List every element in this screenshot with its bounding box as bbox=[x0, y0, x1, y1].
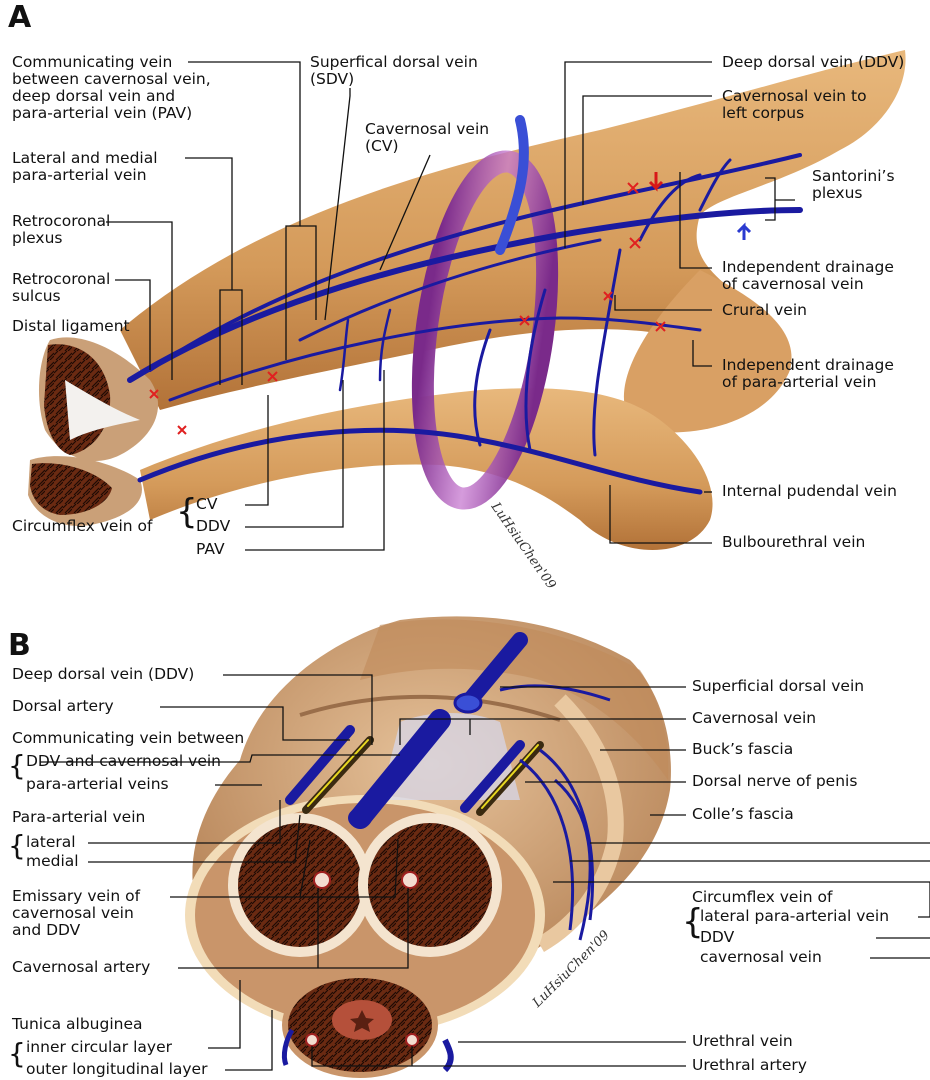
label-communicating-vein-4: para-arterial vein (PAV) bbox=[12, 105, 192, 122]
label-b-comm-ddv: DDV and cavernosal vein bbox=[26, 753, 221, 770]
label-communicating-vein-2: between cavernosal vein, bbox=[12, 71, 211, 88]
label-b-communicating: Communicating vein between bbox=[12, 730, 244, 747]
label-b-urethral-artery: Urethral artery bbox=[692, 1057, 807, 1074]
label-bulbourethral-vein: Bulbourethral vein bbox=[722, 534, 865, 551]
brace-b-comm: { bbox=[8, 752, 26, 780]
label-retrocoronal-plexus-2: plexus bbox=[12, 230, 62, 247]
label-lateral-medial-pav-2: para-arterial vein bbox=[12, 167, 147, 184]
label-deep-dorsal-vein: Deep dorsal vein (DDV) bbox=[722, 54, 904, 71]
panel-b-letter: B bbox=[8, 628, 31, 663]
label-b-cavernosal-artery: Cavernosal artery bbox=[12, 959, 150, 976]
label-retrocoronal-sulcus-2: sulcus bbox=[12, 288, 61, 305]
label-independent-drainage-pav-1: Independent drainage bbox=[722, 357, 894, 374]
label-independent-drainage-cv-2: of cavernosal vein bbox=[722, 276, 864, 293]
label-b-deep-dorsal-vein: Deep dorsal vein (DDV) bbox=[12, 666, 194, 683]
label-cavernosal-vein-left-1: Cavernosal vein to bbox=[722, 88, 867, 105]
label-circumflex-a-cv: CV bbox=[196, 496, 217, 513]
brace-b-tunica: { bbox=[8, 1040, 26, 1068]
label-b-circ-lateral: lateral para-arterial vein bbox=[700, 908, 889, 925]
label-b-tunica: Tunica albuginea bbox=[12, 1016, 143, 1033]
label-b-comm-pav: para-arterial veins bbox=[26, 776, 169, 793]
label-internal-pudendal-vein: Internal pudendal vein bbox=[722, 483, 897, 500]
label-superficial-dorsal-vein-2: (SDV) bbox=[310, 71, 354, 88]
brace-b-pav: { bbox=[8, 832, 26, 860]
label-b-superficial-dorsal-vein: Superficial dorsal vein bbox=[692, 678, 864, 695]
label-retrocoronal-sulcus-1: Retrocoronal bbox=[12, 271, 110, 288]
label-b-para-arterial-vein: Para-arterial vein bbox=[12, 809, 145, 826]
label-circumflex-vein-a: Circumflex vein of bbox=[12, 518, 152, 535]
panel-a-letter: A bbox=[8, 0, 31, 35]
label-communicating-vein-3: deep dorsal vein and bbox=[12, 88, 175, 105]
label-independent-drainage-cv-1: Independent drainage bbox=[722, 259, 894, 276]
label-circumflex-a-ddv: DDV bbox=[196, 518, 230, 535]
label-b-urethral-vein: Urethral vein bbox=[692, 1033, 793, 1050]
label-b-dorsal-nerve: Dorsal nerve of penis bbox=[692, 773, 857, 790]
label-b-cavernosal-vein: Cavernosal vein bbox=[692, 710, 816, 727]
panel-b-illustration bbox=[185, 616, 671, 1075]
label-b-tunica-outer: outer longitudinal layer bbox=[26, 1061, 207, 1078]
label-cavernosal-vein-2: (CV) bbox=[365, 138, 399, 155]
label-b-dorsal-artery: Dorsal artery bbox=[12, 698, 114, 715]
label-independent-drainage-pav-2: of para-arterial vein bbox=[722, 374, 876, 391]
label-distal-ligament: Distal ligament bbox=[12, 318, 130, 335]
label-communicating-vein-1: Communicating vein bbox=[12, 54, 172, 71]
label-b-emissary-2: cavernosal vein bbox=[12, 905, 134, 922]
label-b-circ-ddv: DDV bbox=[700, 929, 734, 946]
label-circumflex-a-pav: PAV bbox=[196, 541, 225, 558]
label-lateral-medial-pav-1: Lateral and medial bbox=[12, 150, 158, 167]
label-cavernosal-vein-left-2: left corpus bbox=[722, 105, 804, 122]
label-retrocoronal-plexus-1: Retrocoronal bbox=[12, 213, 110, 230]
label-santorini-1: Santorini’s bbox=[812, 168, 895, 185]
brace-a: { bbox=[176, 495, 198, 529]
label-b-colles-fascia: Colle’s fascia bbox=[692, 806, 794, 823]
label-b-circ-cavernosal: cavernosal vein bbox=[700, 949, 822, 966]
label-b-emissary-1: Emissary vein of bbox=[12, 888, 140, 905]
label-b-circumflex: Circumflex vein of bbox=[692, 889, 832, 906]
label-cavernosal-vein-1: Cavernosal vein bbox=[365, 121, 489, 138]
label-b-emissary-3: and DDV bbox=[12, 922, 80, 939]
label-crural-vein: Crural vein bbox=[722, 302, 807, 319]
label-b-tunica-inner: inner circular layer bbox=[26, 1039, 172, 1056]
label-b-bucks-fascia: Buck’s fascia bbox=[692, 741, 793, 758]
label-superficial-dorsal-vein-1: Superfical dorsal vein bbox=[310, 54, 478, 71]
label-b-pav-medial: medial bbox=[26, 853, 79, 870]
label-santorini-2: plexus bbox=[812, 185, 862, 202]
label-b-pav-lateral: lateral bbox=[26, 834, 76, 851]
